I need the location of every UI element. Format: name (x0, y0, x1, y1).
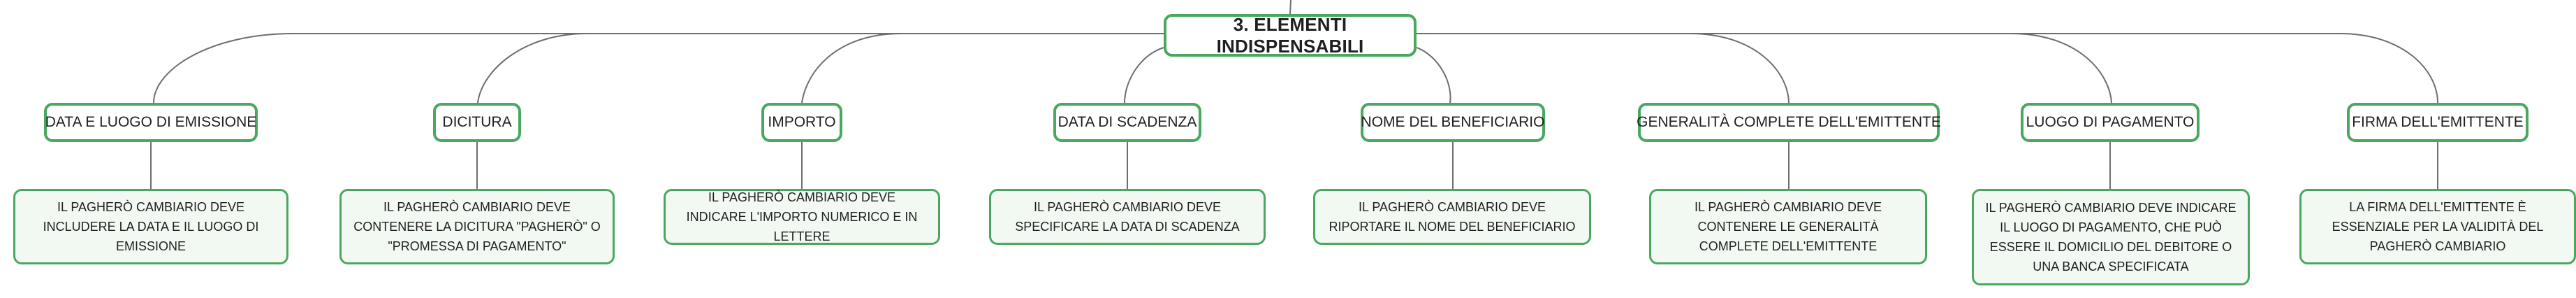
connector-5 (1416, 47, 1451, 104)
branch-node-6[interactable]: GENERALITÀ COMPLETE DELL'EMITTENTE (1637, 103, 1941, 142)
branch-node-1[interactable]: DATA E LUOGO DI EMISSIONE (44, 103, 258, 142)
connector-6 (1417, 33, 1790, 104)
root-node[interactable]: 3. ELEMENTI INDISPENSABILI (1164, 14, 1417, 57)
branch-node-4[interactable]: DATA DI SCADENZA (1053, 103, 1201, 142)
connector-4 (1124, 47, 1164, 104)
connector-3 (801, 33, 1164, 104)
branch-node-5[interactable]: NOME DEL BENEFICIARIO (1361, 103, 1545, 142)
connector-2 (477, 33, 1164, 104)
detail-node-8[interactable]: LA FIRMA DELL'EMITTENTE È ESSENZIALE PER… (2299, 189, 2576, 264)
connector-7 (1417, 33, 2112, 104)
connector-8 (1417, 33, 2438, 104)
detail-node-6[interactable]: IL PAGHERÒ CAMBIARIO DEVE CONTENERE LE G… (1649, 189, 1927, 264)
branch-node-8[interactable]: FIRMA DELL'EMITTENTE (2347, 103, 2529, 142)
detail-node-2[interactable]: IL PAGHERÒ CAMBIARIO DEVE CONTENERE LA D… (339, 189, 615, 264)
parent-link (1289, 0, 1291, 15)
branch-node-7[interactable]: LUOGO DI PAGAMENTO (2021, 103, 2200, 142)
connector-1 (153, 33, 1164, 104)
detail-links (150, 142, 2438, 190)
detail-node-4[interactable]: IL PAGHERÒ CAMBIARIO DEVE SPECIFICARE LA… (989, 189, 1266, 245)
branch-node-3[interactable]: IMPORTO (761, 103, 842, 142)
detail-node-7[interactable]: IL PAGHERÒ CAMBIARIO DEVE INDICARE IL LU… (1972, 189, 2250, 285)
branch-node-2[interactable]: DICITURA (433, 103, 521, 142)
detail-node-3[interactable]: IL PAGHERÒ CAMBIARIO DEVE INDICARE L'IMP… (664, 189, 940, 245)
detail-node-5[interactable]: IL PAGHERÒ CAMBIARIO DEVE RIPORTARE IL N… (1313, 189, 1591, 245)
detail-node-1[interactable]: IL PAGHERÒ CAMBIARIO DEVE INCLUDERE LA D… (13, 189, 288, 264)
